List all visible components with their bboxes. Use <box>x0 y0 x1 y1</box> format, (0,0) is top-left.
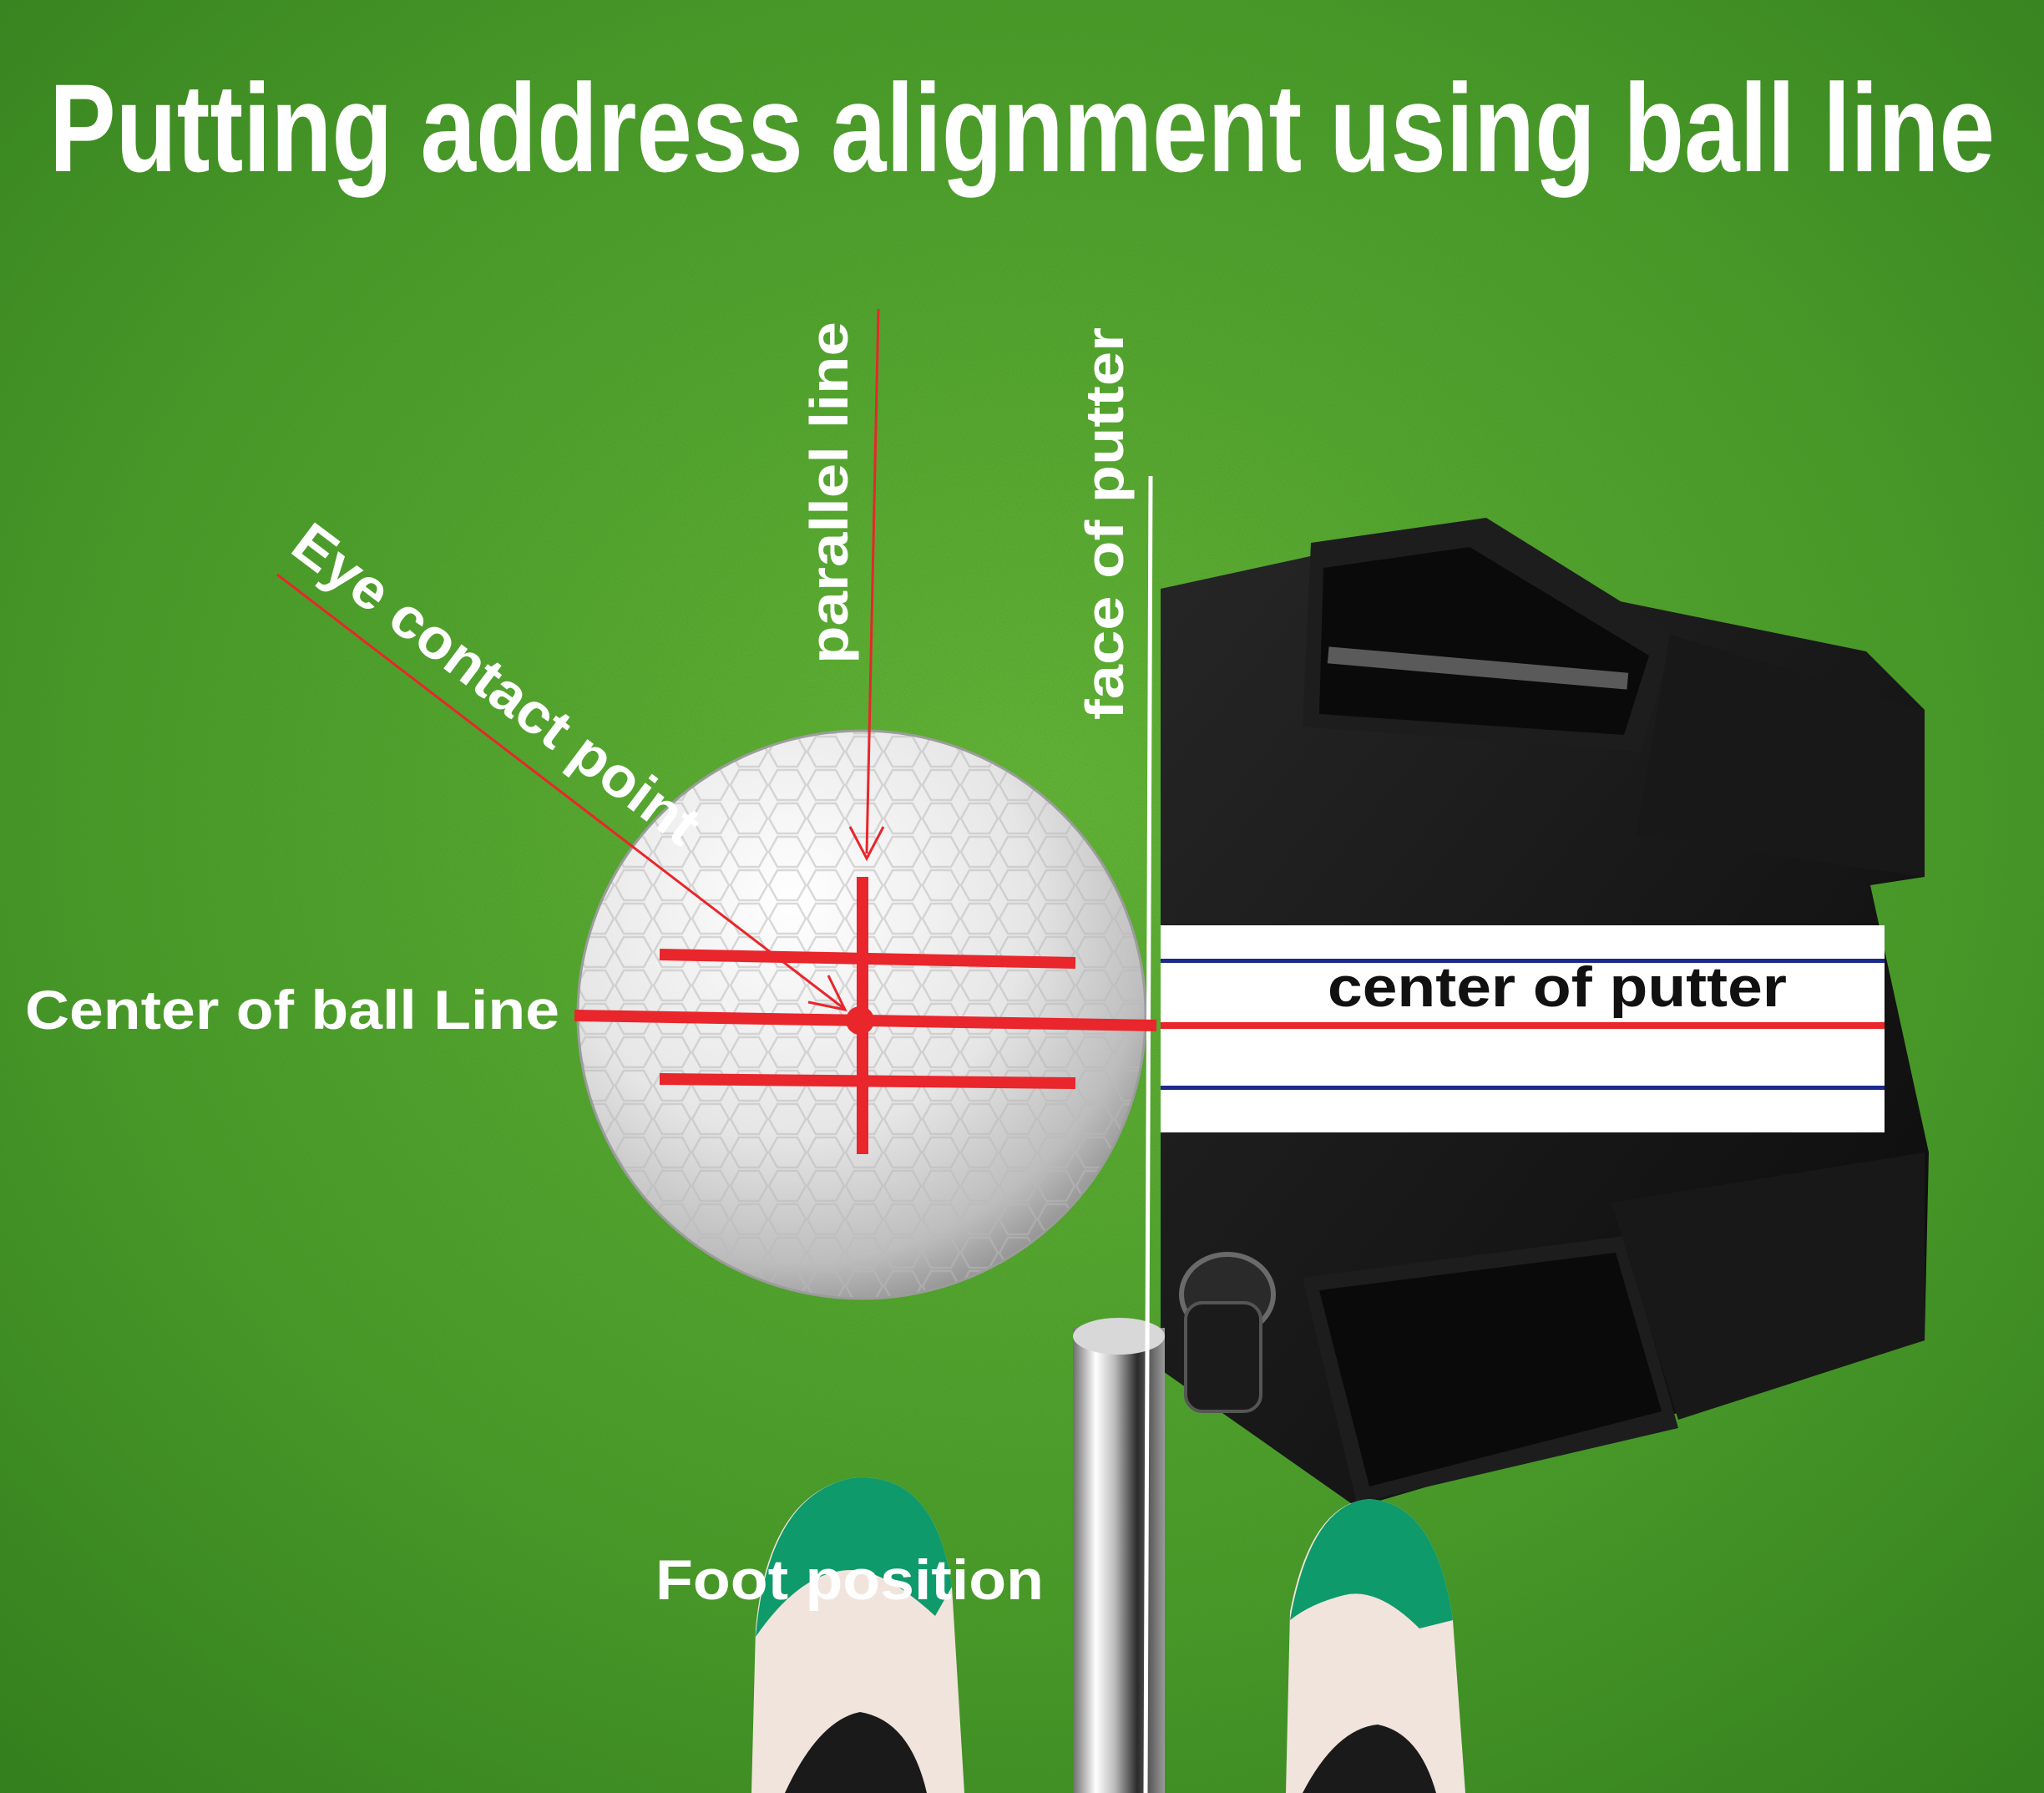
parallel-line-label: parallel line <box>799 322 859 664</box>
putter-hosel-neck <box>1184 1301 1262 1413</box>
face-of-putter-label: face of putter <box>1075 327 1135 720</box>
center-of-ball-line-label: Center of ball Line <box>25 979 559 1041</box>
putter-blue-stripe-bottom <box>1161 1086 1885 1090</box>
page-title: Putting address alignment using ball lin… <box>49 58 1995 198</box>
putter-center-stripe <box>1161 1022 1885 1029</box>
putter-lower-cavity <box>1319 1253 1662 1487</box>
right-shoe <box>1286 1499 1465 1793</box>
putter-head <box>1161 518 1929 1507</box>
foot-position-label: Foot position <box>655 1548 1044 1612</box>
center-of-putter-label: center of putter <box>1328 955 1787 1019</box>
putter-upper-bar <box>1327 646 1629 690</box>
putter-shaft-top <box>1073 1318 1165 1355</box>
parallel-line-arrow <box>848 308 885 862</box>
face-of-putter-line <box>1143 475 1153 1793</box>
eye-contact-arrow <box>276 573 847 1012</box>
putter-blue-stripe-top <box>1161 959 1885 963</box>
eye-contact-dot <box>846 1006 874 1035</box>
putter-right-block-top <box>1637 635 1925 877</box>
putter-right-block-bottom <box>1611 1152 1925 1420</box>
left-shoe <box>751 1477 964 1793</box>
putter-shaft <box>1073 1328 1165 1793</box>
putter-upper-cavity <box>1319 547 1649 735</box>
ball-alignment-marks <box>574 877 1157 1154</box>
